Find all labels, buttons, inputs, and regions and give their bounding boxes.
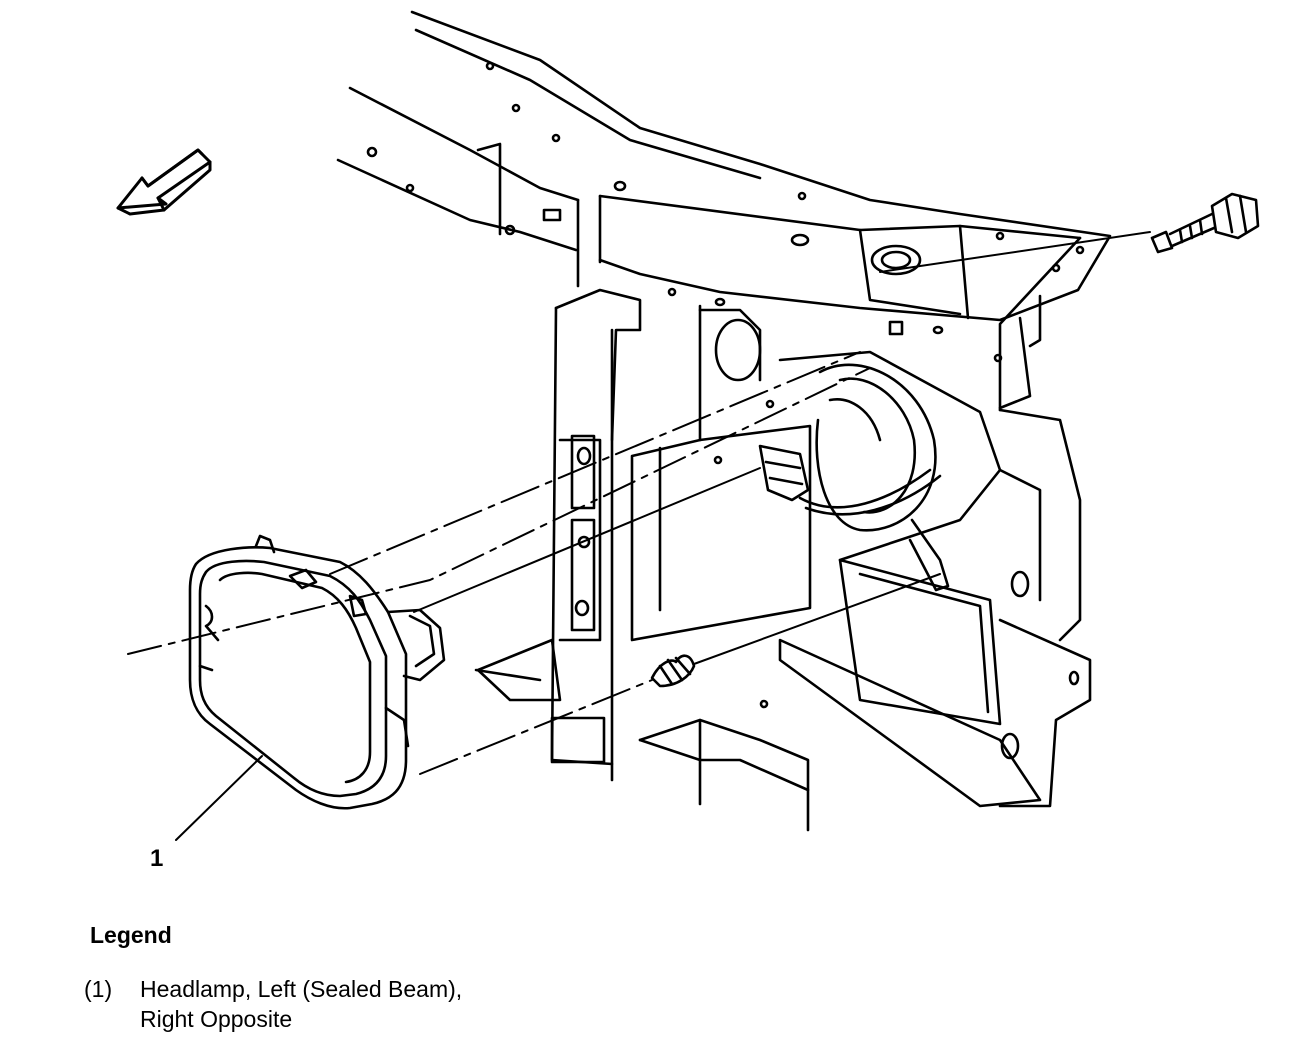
alignment-lines [127,231,1151,775]
legend-item-number: (1) [84,976,113,1002]
mounting-screw-icon [1150,192,1260,254]
front-direction-arrow-icon [116,148,212,216]
legend-item-line-1: Headlamp, Left (Sealed Beam), [140,976,463,1002]
callout-leader-line [175,755,263,841]
radiator-support-upper [336,10,1112,412]
sealed-beam-headlamp [188,534,446,810]
radiator-support-column [550,288,762,782]
legend-title: Legend [90,922,172,948]
legend-item-text: Headlamp, Left (Sealed Beam), Right Oppo… [140,974,462,1034]
headlamp-mounting-bucket [474,350,1092,832]
legend-item-line-2: Right Opposite [140,1006,293,1032]
headlamp-exploded-diagram [116,10,1260,841]
headlamp-wiring-connector [758,444,942,516]
callout-label-1: 1 [150,845,164,872]
adjuster-spring-icon [650,654,696,688]
